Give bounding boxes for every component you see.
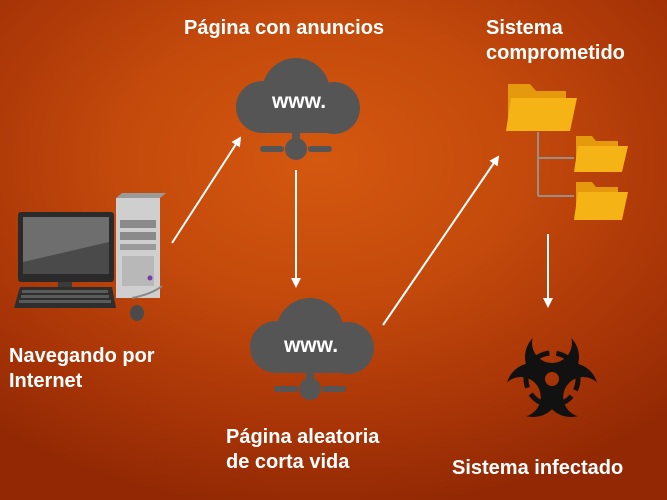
subfolder-icon [574,136,628,172]
biohazard-icon [506,330,598,417]
web-cloud-icon: www. [236,58,360,160]
browsing-label-line-2: Internet [9,370,83,392]
compromised-label-line-1: Sistema [486,17,563,39]
ad-page-cloud-text: www. [271,90,326,113]
random-page-label-line-1: Página aleatoria [226,426,380,448]
compromised-system-label: Sistema comprometido [486,16,625,66]
infected-system-label: Sistema infectado [452,457,624,479]
desktop-computer-icon [14,193,166,321]
folder-icon [506,84,577,131]
arrow-random-page-to-compromised [382,155,500,326]
arrow-computer-to-ad-page [171,136,242,244]
subfolder-icon [574,182,628,220]
web-cloud-icon: www. [250,298,374,400]
random-page-label-line-2: de corta vida [226,451,350,473]
folder-tree-icon [506,84,628,220]
compromised-label-line-2: comprometido [486,42,625,64]
browsing-label: Navegando por Internet [9,344,155,394]
random-page-label: Página aleatoria de corta vida [226,425,379,475]
ad-page-label: Página con anuncios [184,17,385,39]
browsing-label-line-1: Navegando por [9,345,155,367]
random-page-cloud-text: www. [283,334,338,357]
